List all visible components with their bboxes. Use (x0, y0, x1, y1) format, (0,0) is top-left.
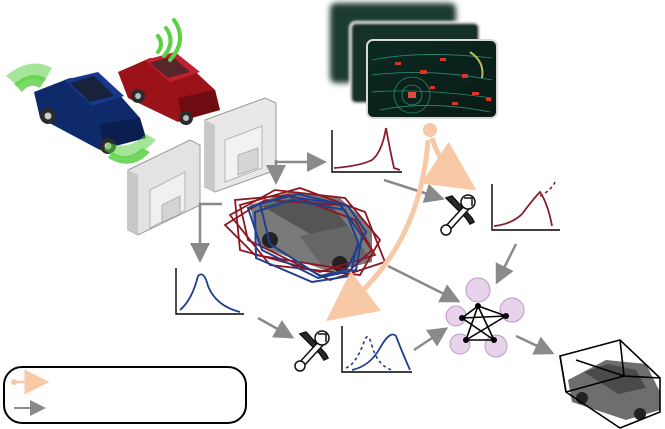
lidar-scan-lines (371, 54, 493, 114)
red-car (118, 52, 220, 125)
arrow-top-plot-to-tool (383, 178, 445, 203)
blue-car (34, 72, 146, 154)
proximity-sensor-arcs (6, 63, 156, 164)
arrow-sensor-to-left-plot (190, 202, 222, 263)
output-car-bounding-box (559, 339, 661, 429)
lidar-sensor-icon-2 (204, 97, 277, 193)
legend (3, 366, 247, 424)
legend-entry-orange (11, 369, 50, 395)
arrow-right-plot-to-graph (495, 243, 518, 285)
arrow-graph-to-output (515, 334, 555, 355)
lidar-sensor-icon (127, 139, 201, 236)
center-car-bounding-boxes (223, 187, 387, 284)
gray-flow-arrows (190, 152, 555, 355)
wifi-signal-icon (156, 18, 182, 62)
legend-box (3, 366, 247, 424)
detected-objects (395, 58, 491, 105)
distribution-plot-blue-left (175, 268, 244, 315)
wrench-screwdriver-icon-2 (294, 330, 330, 372)
orange-flow-arrows (326, 123, 477, 322)
arrow-bottom-plot-to-graph (413, 327, 449, 352)
distribution-plot-red-right (491, 179, 560, 231)
arrow-sensor-to-top-plot (274, 152, 327, 172)
arrow-boxes-to-graph (387, 264, 461, 303)
arrow-left-plot-to-tool (257, 316, 295, 339)
sim-frame-front (366, 39, 498, 119)
simulation-frames-stack (330, 3, 498, 119)
network-graph-icon (445, 277, 525, 358)
wrench-screwdriver-icon (440, 194, 476, 236)
distribution-plot-red-top (331, 127, 402, 173)
distribution-plot-blue-bottom (341, 326, 412, 373)
